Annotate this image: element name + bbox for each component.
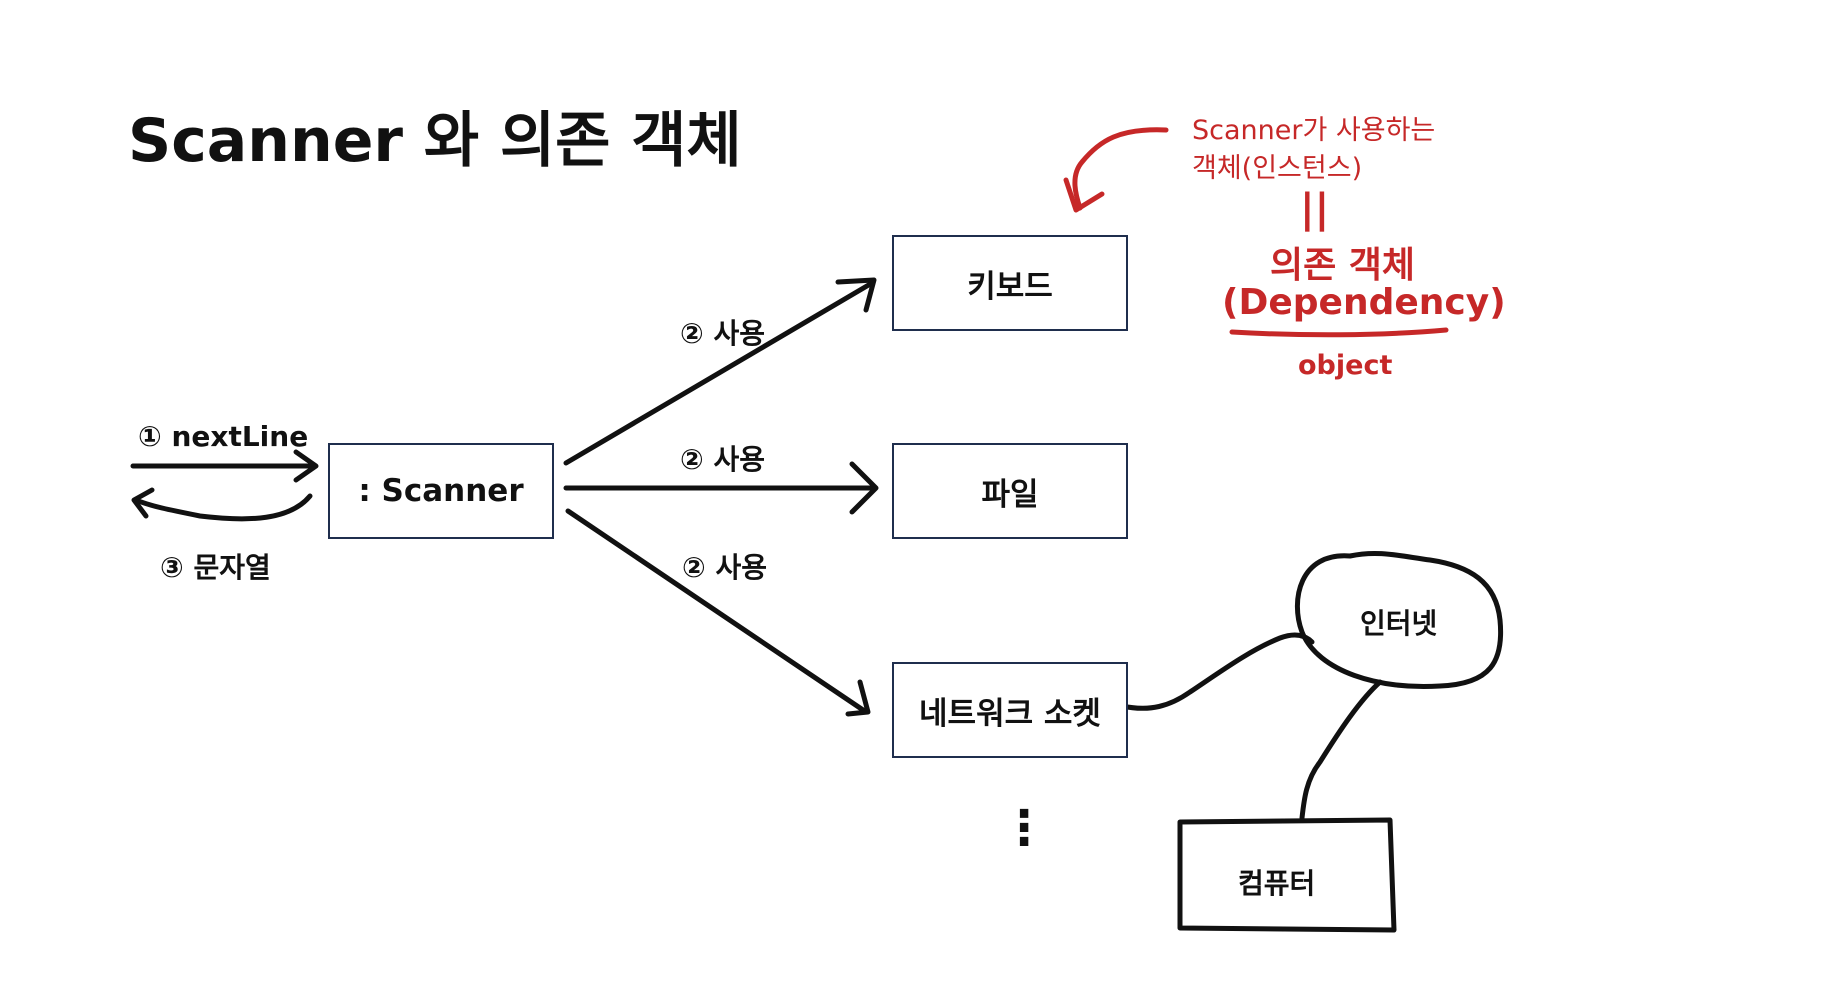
computer-label: 컴퓨터 (1238, 867, 1316, 900)
computer-box-shape (1177, 817, 1397, 933)
use-socket-label: ② 사용 (682, 551, 767, 584)
internet-cloud-shape (1294, 550, 1504, 690)
dependency-term-line3: object (1298, 350, 1393, 381)
ellipsis: ⋮ (1000, 800, 1048, 856)
return-string-arrowhead (131, 487, 155, 519)
return-string-label: ③ 문자열 (160, 551, 271, 584)
annotation-arrowhead (1063, 177, 1105, 213)
use-keyboard-arrowhead (835, 277, 877, 313)
annotation-arrow (1072, 127, 1169, 211)
annotation-line1: Scanner가 사용하는 (1192, 115, 1436, 146)
return-string-arrow (133, 493, 313, 522)
internet-label: 인터넷 (1360, 607, 1438, 640)
use-keyboard-arrow (563, 280, 875, 466)
internet-computer-link (1299, 679, 1383, 821)
use-keyboard-label: ② 사용 (680, 317, 765, 350)
use-file-label: ② 사용 (680, 443, 765, 476)
annotation-underline (1229, 327, 1449, 338)
use-socket-arrow (565, 508, 869, 715)
socket-internet-link (1119, 632, 1315, 711)
use-file-arrowhead (849, 461, 879, 515)
next-line-label: ① nextLine (138, 420, 309, 453)
page-title: Scanner 와 의존 객체 (128, 106, 742, 176)
next-line-arrowhead (293, 449, 319, 483)
use-socket-arrowhead (845, 679, 871, 717)
keyboard-box: 키보드 (892, 235, 1128, 331)
network-socket-box: 네트워크 소켓 (892, 662, 1128, 758)
dependency-term-line1: 의존 객체 (1270, 245, 1416, 286)
annotation-equals: || (1300, 186, 1330, 232)
scanner-box: : Scanner (328, 443, 554, 539)
annotation-line2: 객체(인스턴스) (1192, 153, 1363, 184)
dependency-term-line2: (Dependency) (1222, 282, 1506, 323)
file-box: 파일 (892, 443, 1128, 539)
